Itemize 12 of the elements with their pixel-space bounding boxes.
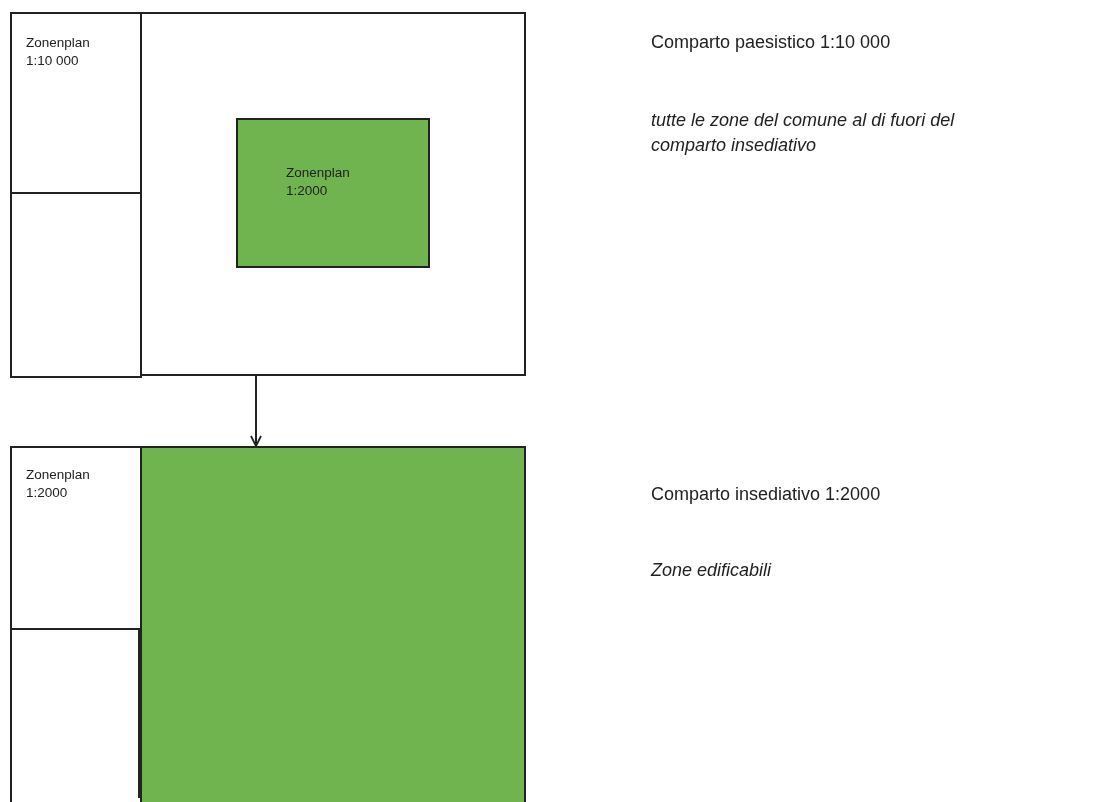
map-label: Zonenplan 1:2000: [26, 466, 91, 503]
zone-area: [140, 446, 526, 802]
arrow: [250, 375, 262, 447]
map-frame: [10, 12, 524, 376]
heading-text: Comparto paesistico 1:10 000: [651, 31, 892, 54]
map-frame: [10, 446, 524, 802]
map-label: Zonenplan 1:10 000: [26, 34, 91, 71]
zone-area: [236, 118, 430, 268]
description-text: Zone edificabili: [651, 559, 773, 582]
heading-text: Comparto insediativo 1:2000: [651, 483, 882, 506]
description-text: tutte le zone del comune al di fuori del comparto insediativo: [651, 109, 956, 158]
map-label: Zonenplan 1:2000: [286, 164, 351, 201]
